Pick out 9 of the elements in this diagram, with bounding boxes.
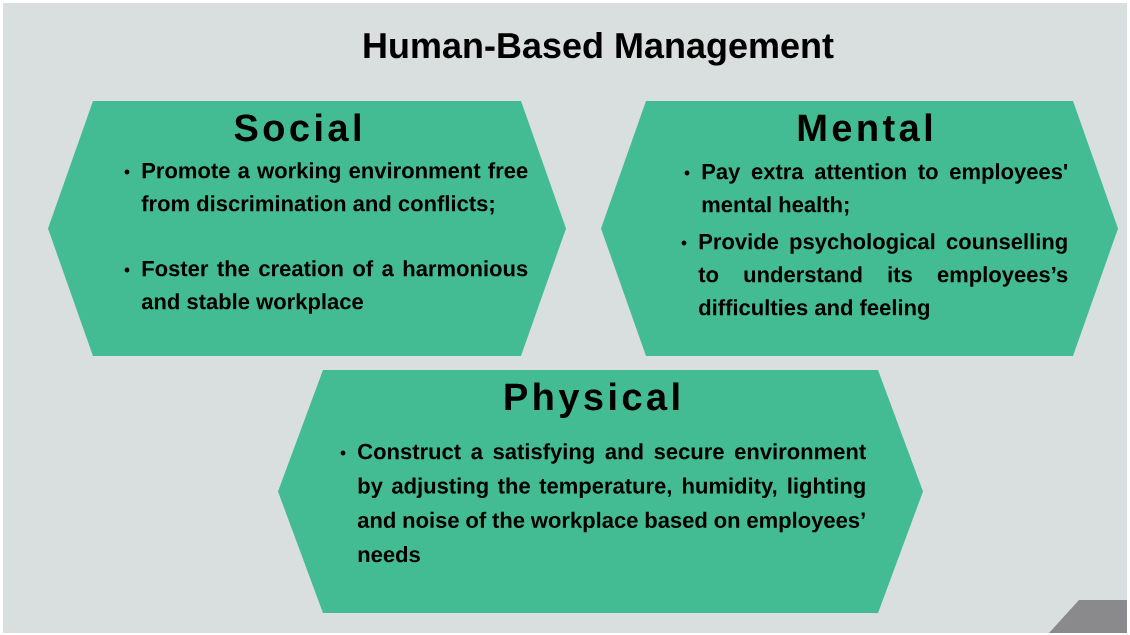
bullet-item: Foster the creation of a harmonious and stable workplace	[124, 260, 528, 314]
panel-heading: Physical	[505, 382, 679, 418]
panel-heading: Mental	[798, 113, 932, 142]
bullet-item: Pay extra attention to employees' mental health;	[684, 163, 1068, 216]
title: Human-Based Management	[364, 31, 834, 66]
panel-heading: Social	[234, 113, 360, 142]
bullet-item: Construct a satisfying and secure environment by adjusting the temperature, humidity, lighting and noise of the workplace based on employees’ needs	[340, 443, 866, 563]
bullet-item: Promote a working environment free from discrimination and conflicts;	[124, 162, 528, 215]
bullet-item: Provide psychological counselling to understand its employees’s difficulties and feeling	[681, 233, 1068, 320]
